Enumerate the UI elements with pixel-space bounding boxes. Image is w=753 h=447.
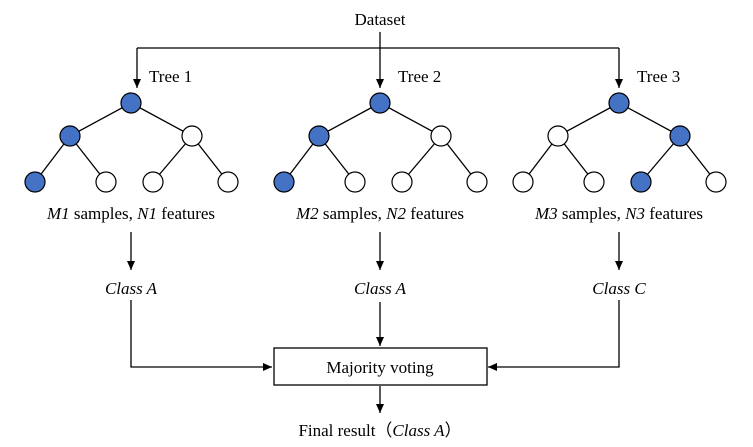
tree-prediction: Class A [354, 279, 407, 298]
tree-sample-caption: M3 samples, N3 features [534, 204, 703, 223]
tree-node-empty [705, 171, 727, 193]
tree-node-filled [630, 171, 652, 193]
tree-node-filled [59, 125, 81, 147]
tree-edge [130, 102, 193, 137]
tree-node-filled [669, 125, 691, 147]
dataset-label: Dataset [355, 10, 406, 29]
final-result: Final result（Class A） [298, 421, 461, 440]
tree-node-empty [181, 125, 203, 147]
tree-node-filled [608, 92, 630, 114]
tree-node-empty [142, 171, 164, 193]
majority-voting-label: Majority voting [326, 358, 434, 377]
tree-node-empty [547, 125, 569, 147]
prediction-flow-arrows [127, 232, 623, 413]
tree-node-filled [308, 125, 330, 147]
tree-label: Tree 2 [398, 67, 441, 86]
tree-sample-caption: M1 samples, N1 features [46, 204, 215, 223]
tree-node-filled [369, 92, 391, 114]
tree-node-empty [95, 171, 117, 193]
tree-node-empty [217, 171, 239, 193]
tree-node-empty [391, 171, 413, 193]
tree-node-empty [466, 171, 488, 193]
majority-voting-box [273, 347, 488, 386]
dataset-distribution-arrows [133, 32, 623, 88]
tree-node-empty [430, 125, 452, 147]
tree-node-empty [583, 171, 605, 193]
tree-node-filled [273, 171, 295, 193]
tree-edge [318, 102, 381, 137]
tree-node-empty [344, 171, 366, 193]
tree-prediction: Class A [105, 279, 158, 298]
tree-label: Tree 3 [637, 67, 680, 86]
tree-edge [618, 102, 681, 137]
tree-edge [379, 102, 442, 137]
tree-sample-caption: M2 samples, N2 features [295, 204, 464, 223]
tree-node-filled [120, 92, 142, 114]
tree-node-empty [512, 171, 534, 193]
tree-edge [557, 102, 620, 137]
tree-label: Tree 1 [149, 67, 192, 86]
tree-node-filled [24, 171, 46, 193]
tree-edge [69, 102, 132, 137]
tree-prediction: Class C [592, 279, 646, 298]
